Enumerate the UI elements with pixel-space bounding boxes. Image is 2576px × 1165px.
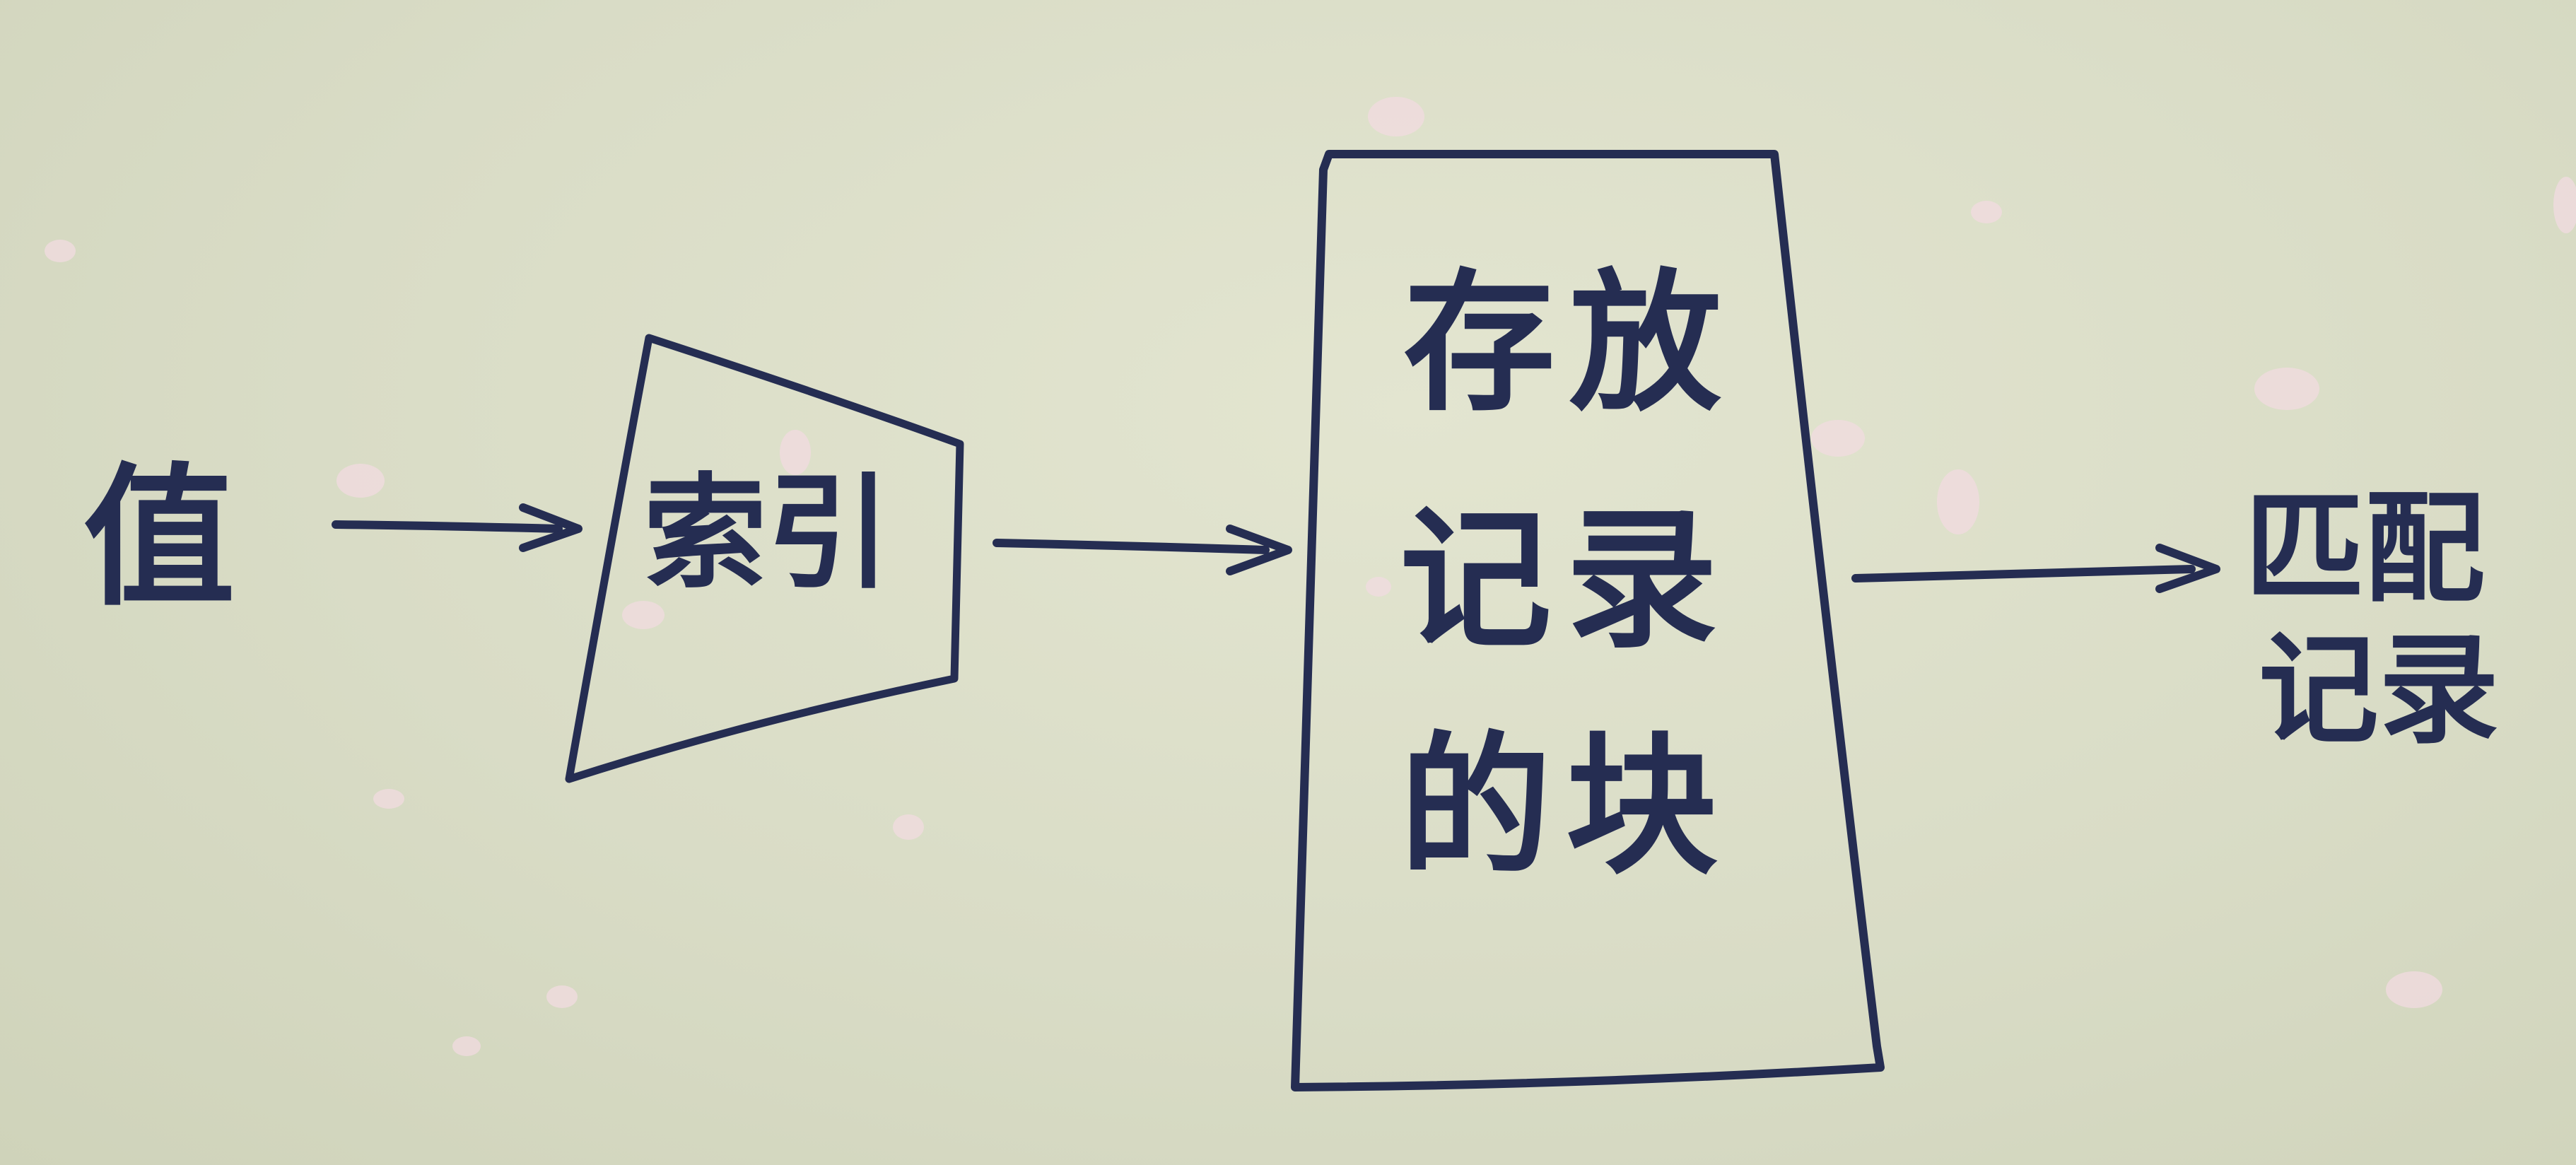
block-node: 存放 记录 的块	[1291, 150, 1885, 1091]
petal-decoration	[1937, 469, 1979, 534]
result-node-label-line-1: 匹配	[2244, 479, 2485, 619]
petal-decoration	[780, 430, 811, 475]
petal-decoration	[546, 985, 578, 1008]
result-node: 匹配 记录	[2244, 479, 2499, 761]
petal-decoration	[2386, 971, 2442, 1008]
edge-group	[332, 503, 2220, 593]
arrow-value-to-index	[332, 503, 582, 552]
block-node-label-line-3: 的块	[1400, 718, 1732, 895]
block-node-label-line-1: 存放	[1403, 254, 1735, 432]
petal-decoration	[2254, 368, 2319, 410]
petal-decoration	[45, 240, 76, 262]
petal-decoration	[336, 464, 385, 498]
index-node-label: 索引	[643, 462, 891, 606]
value-node-label: 值	[83, 449, 235, 626]
arrow-block-to-result	[1851, 544, 2220, 593]
block-node-label-line-2: 记录	[1400, 491, 1732, 669]
petal-decoration	[893, 814, 924, 840]
petal-decoration	[1811, 420, 1865, 457]
result-node-label-line-2: 记录	[2259, 621, 2499, 761]
petal-decoration	[1366, 577, 1391, 597]
petal-decoration	[1971, 201, 2002, 223]
petal-decoration	[1368, 97, 1424, 136]
petal-decoration	[622, 601, 665, 629]
index-node-shape	[565, 334, 964, 783]
block-node-shape	[1291, 150, 1885, 1091]
petal-decoration	[2553, 177, 2576, 233]
arrow-index-to-block	[993, 525, 1292, 575]
petal-decoration	[452, 1036, 481, 1056]
petal-decoration	[373, 789, 404, 809]
petal-decoration-group	[45, 97, 2576, 1056]
index-node: 索引	[565, 334, 964, 783]
